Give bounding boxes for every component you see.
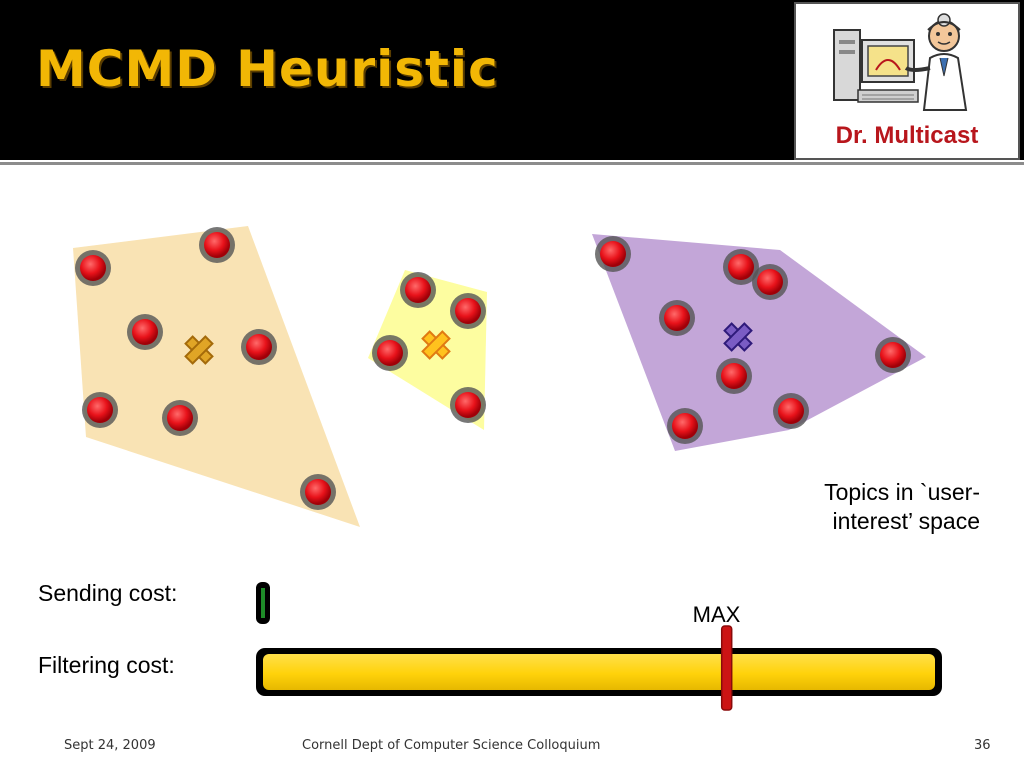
node: [450, 387, 486, 423]
node: [716, 358, 752, 394]
filtering-cost-fill: [263, 654, 935, 690]
cluster-2-nodes: [372, 272, 486, 423]
cluster-1-region: [73, 226, 360, 527]
slide-title: MCMD Heuristic: [36, 40, 499, 98]
node: [199, 227, 235, 263]
header-divider: [0, 162, 1024, 165]
node: [723, 249, 759, 285]
node: [659, 300, 695, 336]
dr-multicast-logo: Dr. Multicast: [794, 2, 1020, 160]
cluster-3: [592, 234, 926, 451]
footer-date: Sept 24, 2009: [64, 738, 156, 753]
node: [162, 400, 198, 436]
cluster-2-centroid-x-icon: [421, 330, 451, 360]
cluster-1-nodes: [75, 227, 336, 510]
footer-page-number: 36: [974, 738, 991, 753]
cluster-1-centroid-x-icon: [184, 335, 214, 365]
caption-line-1: Topics in `user-: [824, 479, 980, 505]
sending-cost-label: Sending cost:: [38, 580, 178, 606]
node: [595, 236, 631, 272]
node: [75, 250, 111, 286]
filtering-cost-label: Filtering cost:: [38, 652, 175, 678]
node: [667, 408, 703, 444]
logo-text: Dr. Multicast: [835, 122, 979, 149]
node: [752, 264, 788, 300]
node: [241, 329, 277, 365]
max-label: MAX: [692, 602, 741, 627]
node: [773, 393, 809, 429]
sending-cost-fill: [261, 588, 265, 618]
node: [82, 392, 118, 428]
node: [127, 314, 163, 350]
node: [300, 474, 336, 510]
sending-cost-bar: [256, 582, 270, 624]
node: [875, 337, 911, 373]
max-marker-line: [720, 625, 733, 711]
node: [450, 293, 486, 329]
cluster-3-centroid-x-icon: [723, 322, 753, 352]
filtering-cost-bar: [256, 648, 942, 696]
topic-space-caption: Topics in `user- interest’ space: [824, 478, 980, 536]
caption-line-2: interest’ space: [832, 508, 980, 534]
node: [400, 272, 436, 308]
cluster-2: [368, 270, 487, 430]
cluster-1: [73, 226, 360, 527]
cluster-3-nodes: [595, 236, 911, 444]
footer-venue: Cornell Dept of Computer Science Colloqu…: [302, 738, 601, 753]
cluster-3-region: [592, 234, 926, 451]
doctor-computer-illustration-icon: [833, 13, 968, 111]
node: [372, 335, 408, 371]
